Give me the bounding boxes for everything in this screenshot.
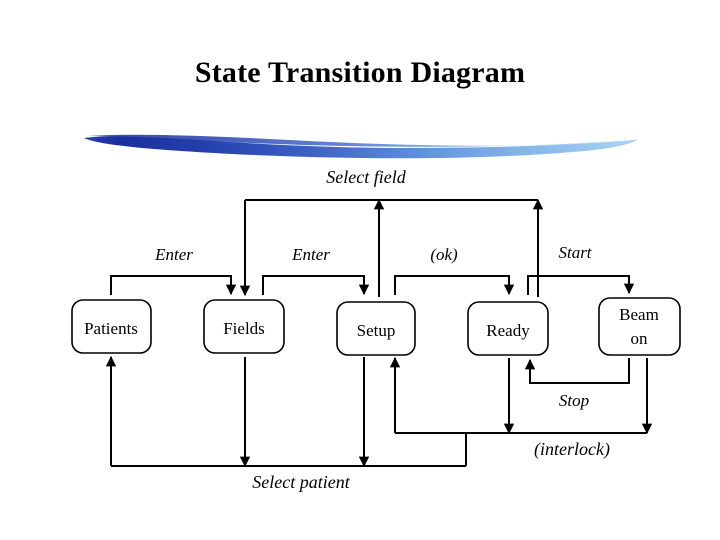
state-box-patients[interactable] (71, 299, 152, 354)
state-label-setup: Setup (357, 321, 396, 340)
edge-label-select-patient: Select patient (252, 472, 350, 492)
state-box-fields[interactable] (203, 299, 285, 354)
state-box-ready[interactable] (467, 301, 549, 356)
page-title: State Transition Diagram (194, 56, 526, 89)
edge-enter-patients-to-fields (110, 275, 237, 296)
state-label-beam-on-line1: Beam (619, 305, 659, 324)
state-label-ready: Ready (486, 321, 530, 340)
state-node-fields[interactable]: Fields (203, 299, 285, 354)
state-label-fields: Fields (223, 319, 265, 338)
edge-label-enter-fields: Enter (291, 245, 330, 264)
edge-ok-setup-to-ready (394, 275, 515, 296)
edge-start-ready-to-beam-on (527, 275, 635, 295)
state-label-patients: Patients (84, 319, 138, 338)
edge-label-ok: (ok) (430, 245, 458, 264)
state-node-beam-on[interactable]: Beam on (598, 297, 681, 356)
edge-label-enter-patients: Enter (154, 245, 193, 264)
edge-label-stop: Stop (559, 391, 589, 410)
edge-label-interlock: (interlock) (534, 439, 610, 460)
state-node-patients[interactable]: Patients (71, 299, 152, 354)
edge-label-start: Start (558, 243, 592, 262)
state-box-beam-on[interactable] (598, 297, 681, 356)
state-label-beam-on-line2: on (631, 329, 649, 348)
state-node-setup[interactable]: Setup (336, 301, 416, 356)
brush-stroke-rule (80, 126, 640, 160)
state-box-setup[interactable] (336, 301, 416, 356)
edge-enter-fields-to-setup (262, 275, 370, 296)
edge-stop-beam-on-to-ready (524, 358, 630, 384)
edge-label-select-field: Select field (326, 167, 406, 187)
state-node-ready[interactable]: Ready (467, 301, 549, 356)
